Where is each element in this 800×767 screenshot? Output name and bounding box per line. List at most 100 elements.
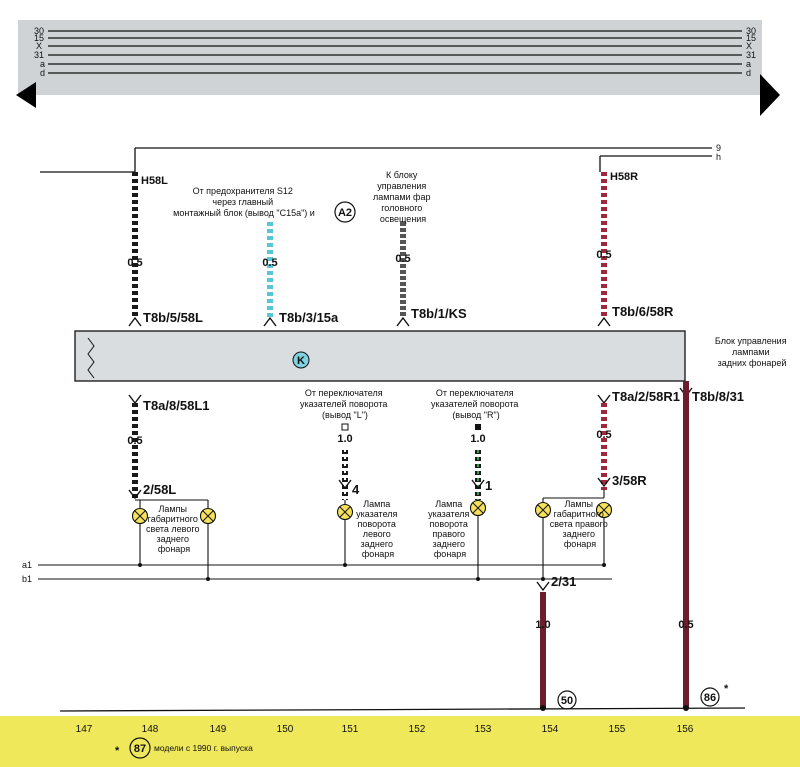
lamp-label-right-turn: Лампа указателя поворота правого заднего… xyxy=(428,499,472,559)
connector-label: T8b/5/58L xyxy=(143,310,203,325)
ground-point-dot xyxy=(540,705,546,711)
column-number: 149 xyxy=(210,724,227,735)
rail-label: 15 xyxy=(746,33,756,43)
connector-label: T8a/8/58L1 xyxy=(143,398,210,413)
lamp-icon xyxy=(199,507,217,525)
connector-arrows xyxy=(128,316,611,327)
rail-label: 30 xyxy=(34,26,44,36)
rail-lines xyxy=(48,30,742,74)
pin-label: 4 xyxy=(352,482,360,497)
rail-label: X xyxy=(36,41,42,51)
wire-gauge: 0.5 xyxy=(596,429,611,441)
wire-gauge: 1.0 xyxy=(535,619,550,631)
lamp-icons xyxy=(131,499,613,525)
side-rail-label: 9 xyxy=(716,143,721,153)
footnote-mark: * xyxy=(115,745,120,757)
rail-label: a xyxy=(746,59,751,69)
connector-label: T8b/3/15a xyxy=(279,310,339,325)
lamp-circuits xyxy=(38,490,612,580)
side-rails xyxy=(40,147,712,173)
pin-arrow-2-31 xyxy=(536,581,550,592)
rail-label: d xyxy=(746,68,751,78)
column-number: 154 xyxy=(542,724,559,735)
ground-ref-label: 50 xyxy=(561,695,573,707)
left-nav-arrow xyxy=(16,82,36,108)
switch-r-annotation: От переключателя указателей поворота (вы… xyxy=(431,388,521,420)
side-rail-label: h xyxy=(716,152,721,162)
wire-gauge: 0.5 xyxy=(127,257,142,269)
wire-stub xyxy=(475,424,481,430)
pin-arrows xyxy=(128,477,611,500)
lamp-icon xyxy=(534,501,552,519)
ground-ref-label: 86 xyxy=(704,692,716,704)
lamp-label-right-parking: Лампы габаритного света правого заднего … xyxy=(550,499,611,549)
wire-gauge: 1.0 xyxy=(470,433,485,445)
lamp-label-left-parking: Лампы габаритного света левого заднего ф… xyxy=(146,504,202,554)
rail-label: 31 xyxy=(746,50,756,60)
footnote-ref-circle xyxy=(129,737,151,759)
unit-name: Блок управления лампами задних фонарей xyxy=(715,336,789,368)
pin-label: 1 xyxy=(485,478,492,493)
wire-gauge: 0.5 xyxy=(262,257,277,269)
wire-gauge: 0.5 xyxy=(127,435,142,447)
column-number: 148 xyxy=(142,724,159,735)
wire-name: H58L xyxy=(141,175,168,187)
ground-bus xyxy=(59,707,746,712)
column-number: 156 xyxy=(677,724,694,735)
unit-marker xyxy=(292,351,310,369)
rail-label: 15 xyxy=(34,33,44,43)
pin-label: 2/31 xyxy=(551,574,576,589)
connector-label: T8b/6/58R xyxy=(612,304,674,319)
rail-labels-left: 30 15 X 31 a d xyxy=(34,26,45,78)
ref-circle-a2 xyxy=(334,201,356,223)
ground-line-label: b1 xyxy=(22,574,32,584)
right-nav-arrow xyxy=(760,74,780,116)
asterisk: * xyxy=(724,683,729,695)
footnote-text: модели с 1990 г. выпуска xyxy=(154,743,253,753)
unit-break-mark xyxy=(87,337,95,379)
column-number: 155 xyxy=(609,724,626,735)
lamp-icon xyxy=(595,501,613,519)
lamp-icon xyxy=(469,499,487,517)
rail-label: 30 xyxy=(746,26,756,36)
lamp-label-left-turn: Лампа указателя поворота левого заднего … xyxy=(356,499,400,559)
column-numbers: 147 148 149 150 151 152 153 154 155 156 xyxy=(76,724,694,735)
column-number: 151 xyxy=(342,724,359,735)
headlamp-annotation: К блоку управления лампами фар головного… xyxy=(373,170,433,224)
lower-connector-arrows xyxy=(128,387,693,405)
column-number: 147 xyxy=(76,724,93,735)
lamp-icon xyxy=(131,507,149,525)
rail-label: a xyxy=(40,59,45,69)
connector-label: T8b/8/31 xyxy=(692,389,744,404)
switch-l-annotation: От переключателя указателей поворота (вы… xyxy=(300,388,390,420)
wire-gauge: 0.5 xyxy=(395,253,410,265)
wire-gauge: 1.0 xyxy=(337,433,352,445)
connector-label: T8b/1/KS xyxy=(411,306,467,321)
connector-label: T8a/2/58R1 xyxy=(612,389,680,404)
control-unit-block xyxy=(74,330,686,382)
rail-labels-right: 30 15 X 31 a d xyxy=(746,26,756,78)
lamp-icon xyxy=(336,503,354,521)
footnote-ref: 87 xyxy=(134,743,146,755)
pin-label: 3/58R xyxy=(612,473,647,488)
unit-mark: K xyxy=(297,355,305,367)
wire-gauge: 0.5 xyxy=(596,249,611,261)
ground-ref-circle xyxy=(700,687,720,707)
ref-label: A2 xyxy=(338,207,352,219)
wire-gauge: 0.5 xyxy=(678,619,693,631)
rail-label: X xyxy=(746,41,752,51)
fuse-annotation: От предохранителя S12 через главный монт… xyxy=(173,186,315,218)
top-rail-band xyxy=(18,20,762,95)
junction-dots xyxy=(138,563,606,581)
pin-label: 2/58L xyxy=(143,482,176,497)
wire-name: H58R xyxy=(610,171,638,183)
ground-line-label: a1 xyxy=(22,560,32,570)
rail-label: d xyxy=(40,68,45,78)
column-number: 153 xyxy=(475,724,492,735)
column-number: 152 xyxy=(409,724,426,735)
column-number: 150 xyxy=(277,724,294,735)
wire-stub xyxy=(341,423,349,431)
rail-label: 31 xyxy=(34,50,44,60)
